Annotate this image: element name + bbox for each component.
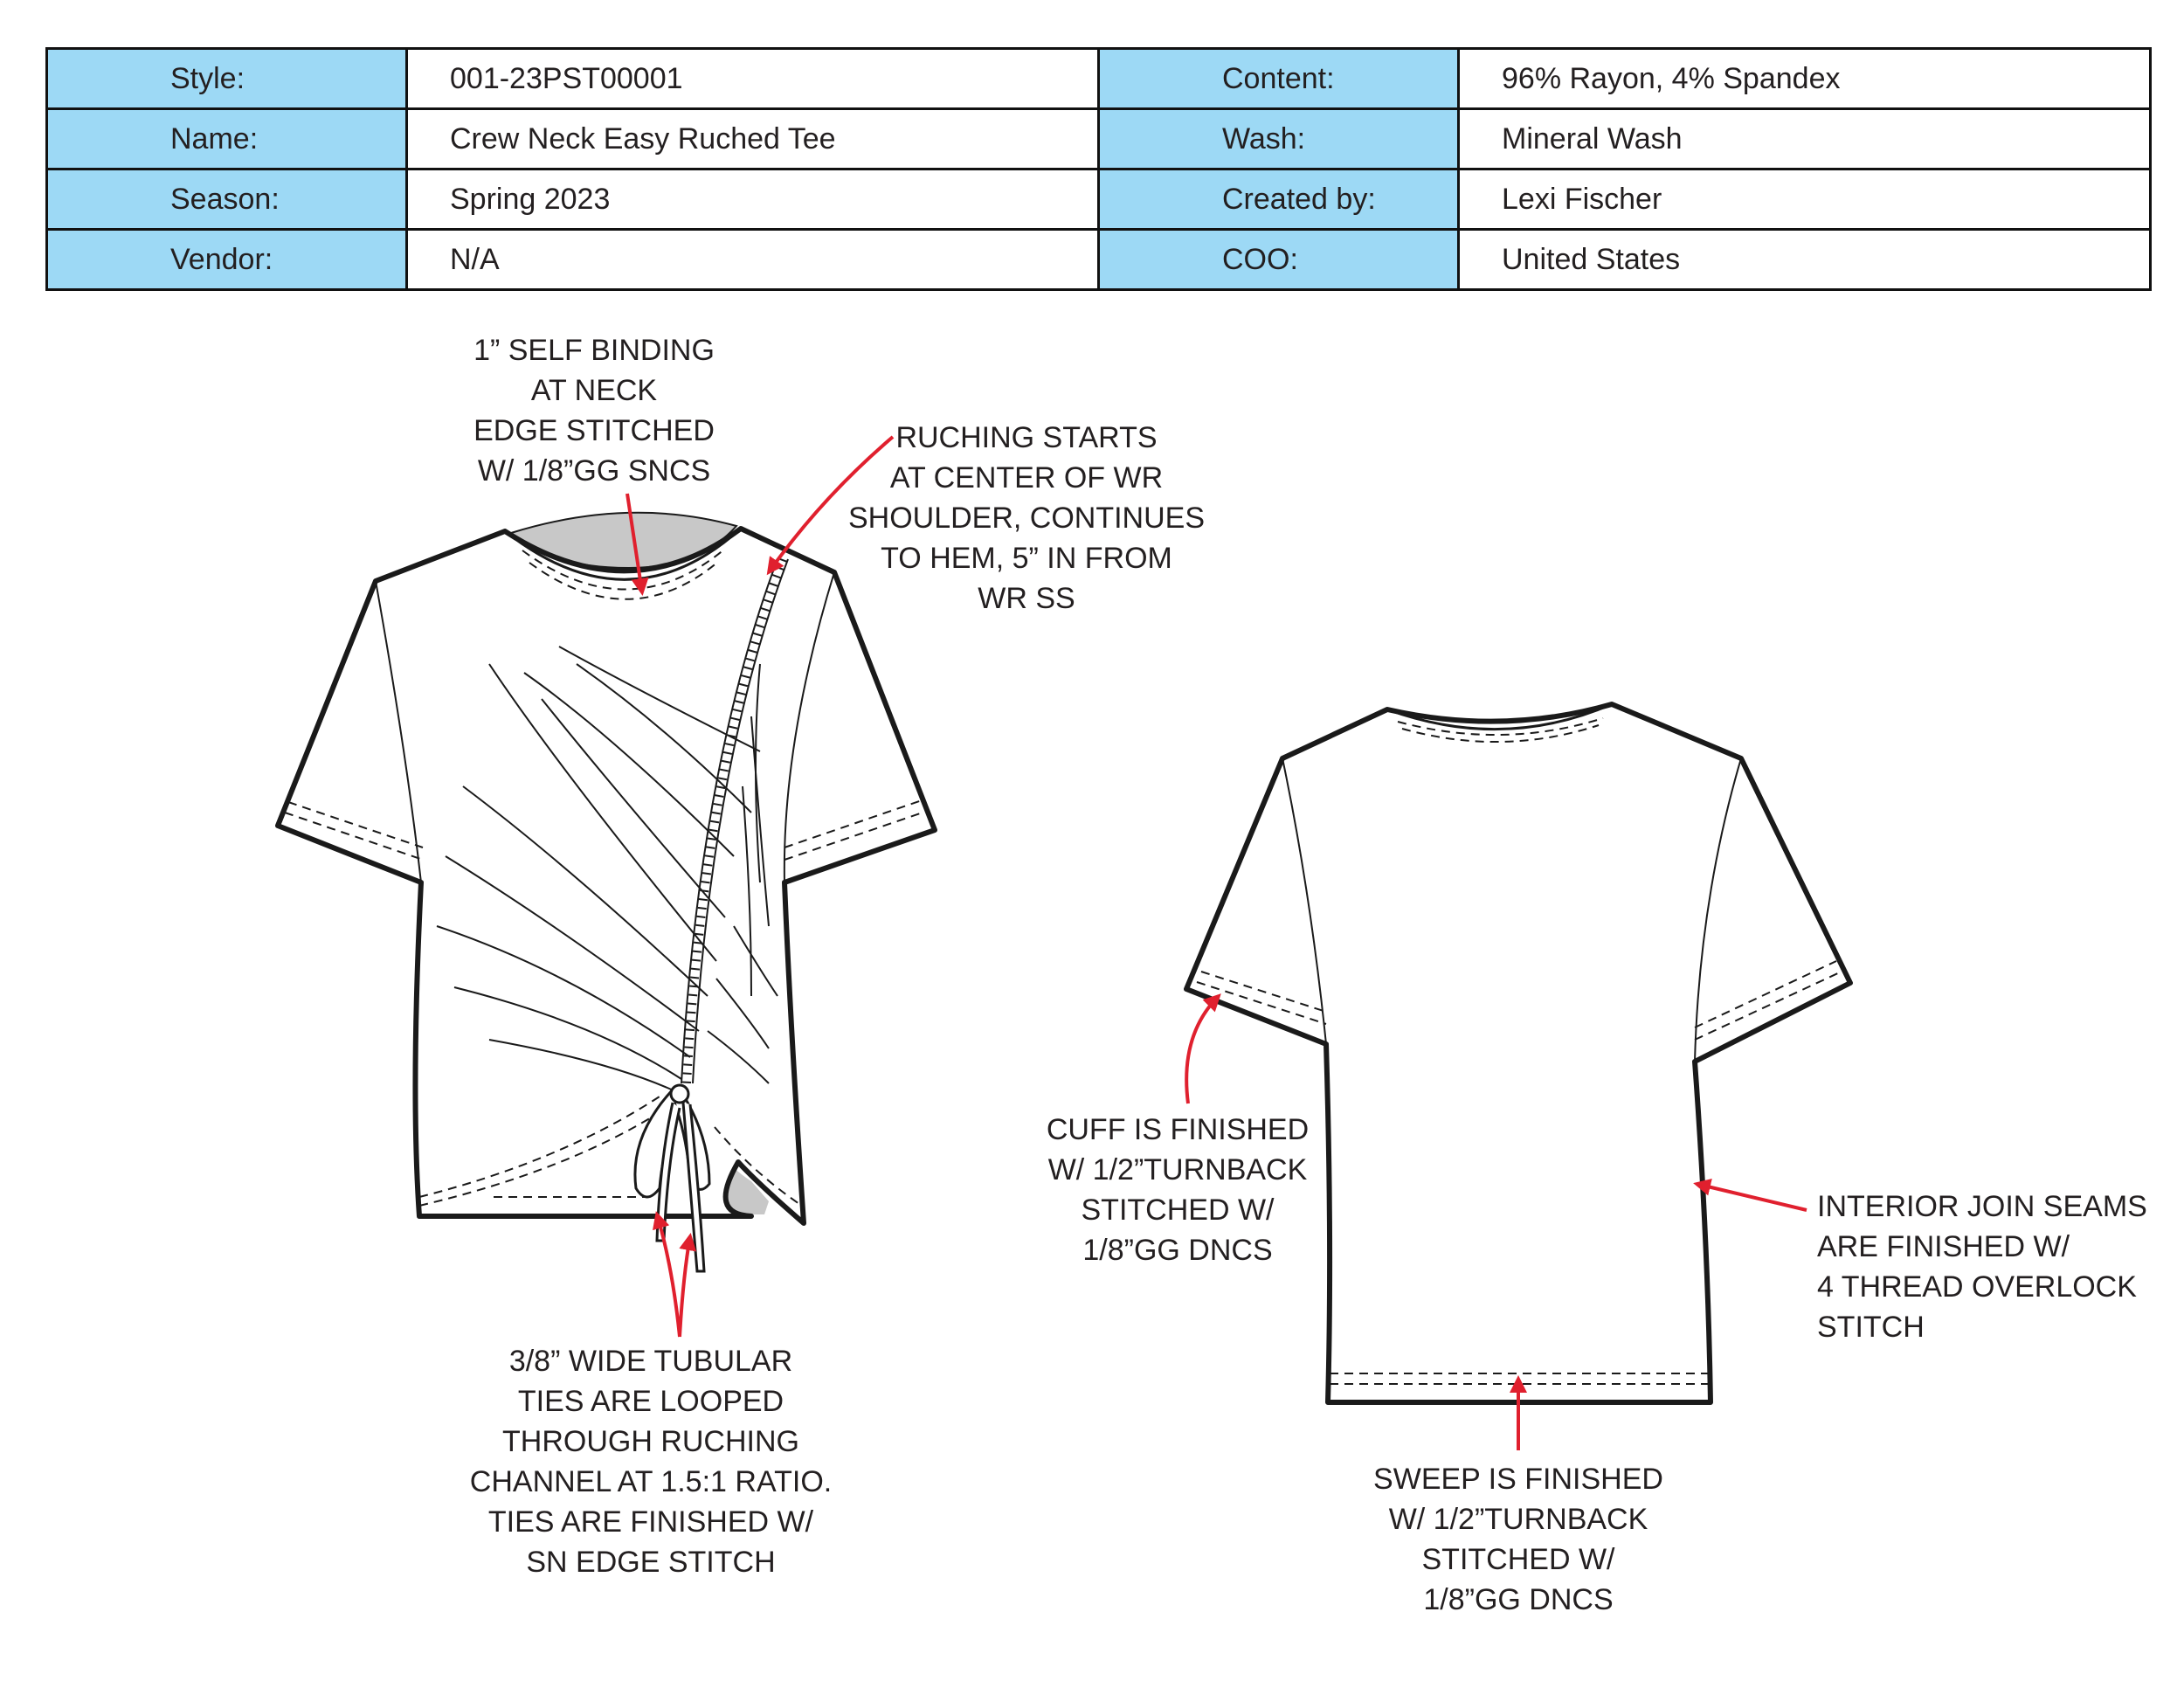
callout-interior-seams: INTERIOR JOIN SEAMS ARE FINISHED W/ 4 TH… [1817, 1190, 2147, 1344]
back-neck-stitch [1397, 717, 1604, 736]
spec-value: Crew Neck Easy Ruched Tee [405, 107, 1100, 170]
front-ruching-channel [681, 558, 778, 1084]
front-ruching-channel-2 [692, 558, 789, 1084]
spec-label: Season: [45, 168, 408, 231]
callout-cuff: CUFF IS FINISHED W/ 1/2”TURNBACK STITCHE… [1046, 1113, 1310, 1267]
spec-value: N/A [405, 228, 1100, 291]
front-body-outline [275, 526, 937, 1226]
spec-value: 001-23PST00001 [405, 47, 1100, 110]
spec-value: Lexi Fischer [1457, 168, 2152, 231]
spec-label: Style: [45, 47, 408, 110]
callout-ruching: RUCHING STARTS AT CENTER OF WR SHOULDER,… [847, 421, 1206, 615]
back-body-outline [1184, 702, 1853, 1405]
callout-ties: 3/8” WIDE TUBULAR TIES ARE LOOPED THROUG… [469, 1345, 833, 1579]
back-left-cuff-stitch [1200, 971, 1327, 1013]
front-neck-stitch-2 [529, 561, 719, 600]
arrow-cuff [1185, 993, 1221, 1104]
callout-neck-binding: 1” SELF BINDING AT NECK EDGE STITCHED W/… [473, 334, 715, 488]
arrow-ties-1 [653, 1211, 681, 1338]
front-drape-lines [436, 646, 778, 1093]
spec-label: Created by: [1097, 168, 1460, 231]
back-left-cuff-stitch-2 [1196, 981, 1327, 1025]
front-left-cuff-stitch-2 [284, 812, 424, 861]
back-neck-binding [1386, 702, 1613, 731]
spec-label: Vendor: [45, 228, 408, 291]
front-armhole-right [783, 571, 835, 883]
front-ties [633, 1083, 711, 1273]
back-right-cuff-stitch-2 [1694, 971, 1842, 1041]
spec-label: COO: [1097, 228, 1460, 291]
arrow-neck-binding [625, 493, 649, 596]
front-hem-stitch-2 [418, 1109, 665, 1207]
spec-label: Name: [45, 107, 408, 170]
front-right-cuff-stitch [784, 799, 925, 848]
spec-value: United States [1457, 228, 2152, 291]
back-view-sketch [1184, 702, 1853, 1405]
spec-label: Content: [1097, 47, 1460, 110]
arrow-ruching [766, 435, 895, 576]
spec-label: Wash: [1097, 107, 1460, 170]
arrow-interior-seams [1693, 1178, 1807, 1212]
spec-value: Spring 2023 [405, 168, 1100, 231]
back-right-cuff-stitch [1694, 960, 1837, 1028]
spec-value: 96% Rayon, 4% Spandex [1457, 47, 2152, 110]
back-armhole-left [1282, 758, 1327, 1045]
front-view-sketch [275, 511, 937, 1273]
arrow-ties-2 [678, 1233, 697, 1338]
front-neck-stitch [522, 548, 726, 591]
callout-sweep: SWEEP IS FINISHED W/ 1/2”TURNBACK STITCH… [1373, 1463, 1663, 1616]
front-armhole-left [375, 580, 422, 883]
front-right-cuff-stitch-2 [784, 810, 929, 861]
callout-arrows [625, 435, 1807, 1450]
spec-value: Mineral Wash [1457, 107, 2152, 170]
front-neck-binding [504, 527, 743, 581]
back-armhole-right [1694, 758, 1742, 1062]
front-hem-stitch [418, 1096, 660, 1198]
